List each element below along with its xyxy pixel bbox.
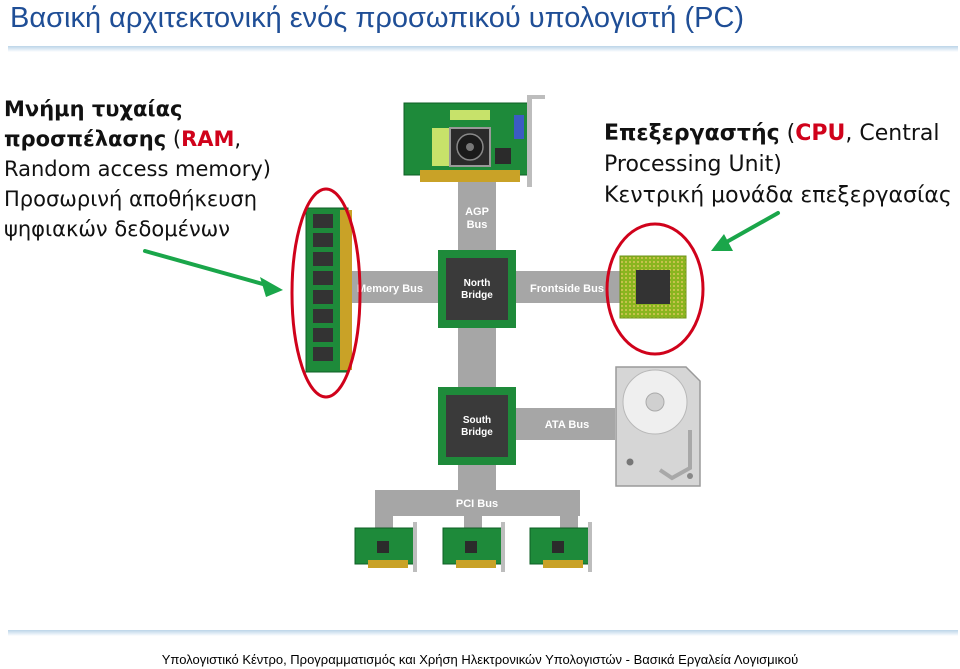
ram-title-line1: Μνήμη τυχαίας [4,97,183,121]
pci-drop-1 [375,490,393,538]
pci-drop-3 [560,490,578,538]
agp-bus [458,180,496,260]
agp-graphics-card [403,95,545,187]
pci-card-2 [442,522,505,572]
memory-bus [345,271,450,303]
hard-disk [615,366,701,487]
cpu-chip [619,255,687,319]
pci-card-3 [529,522,592,572]
northbridge-southbridge-link [458,318,496,398]
cpu-arrow-icon [711,211,780,251]
page-title: Βασική αρχιτεκτονική ενός προσωπικού υπο… [10,2,745,34]
cpu-acronym: CPU [795,121,846,146]
pci-card-1 [354,522,417,572]
ram-arrow-icon [143,249,283,297]
ata-bus [510,408,615,440]
memory-bus-label: Memory Bus [357,283,423,295]
agp-bus-label: AGP [465,206,489,218]
footer-divider [8,630,958,636]
ram-title-line2: προσπέλασης [4,127,167,151]
north-bridge-label: North [464,278,491,289]
cpu-annotation: Επεξεργαστής (CPU, Central Processing Un… [604,118,952,211]
ram-acronym: RAM [181,127,235,151]
pci-bus-label: PCI Bus [456,498,498,510]
cpu-title: Επεξεργαστής [604,121,780,146]
north-bridge-chip [438,250,516,328]
cpu-description: Κεντρική μονάδα επεξεργασίας [604,183,952,208]
pci-drop-2 [464,490,482,538]
south-bridge-label: South [463,415,491,426]
ata-bus-label: ATA Bus [545,419,589,431]
south-bridge-chip [438,387,516,465]
cpu-highlight-circle [605,222,705,356]
ram-english-name: Random access memory) [4,157,271,181]
north-bridge-label-2: Bridge [461,290,493,301]
agp-bus-label-2: Bus [467,219,488,231]
bus-lines [345,180,620,538]
cpu-english-name: Processing Unit) [604,152,782,177]
ram-annotation: Μνήμη τυχαίας προσπέλασης (RAM, Random a… [4,94,271,244]
frontside-bus [514,271,620,303]
title-divider [8,46,958,52]
ram-highlight-circle [290,187,362,399]
south-bridge-label-2: Bridge [461,427,493,438]
footer-text: Υπολογιστικό Κέντρο, Προγραμματισμός και… [161,652,799,667]
ram-module [305,207,352,373]
ram-description-line1: Προσωρινή αποθήκευση [4,187,258,211]
ram-description-line2: ψηφιακών δεδομένων [4,217,230,241]
frontside-bus-label: Frontside Bus [530,283,604,295]
